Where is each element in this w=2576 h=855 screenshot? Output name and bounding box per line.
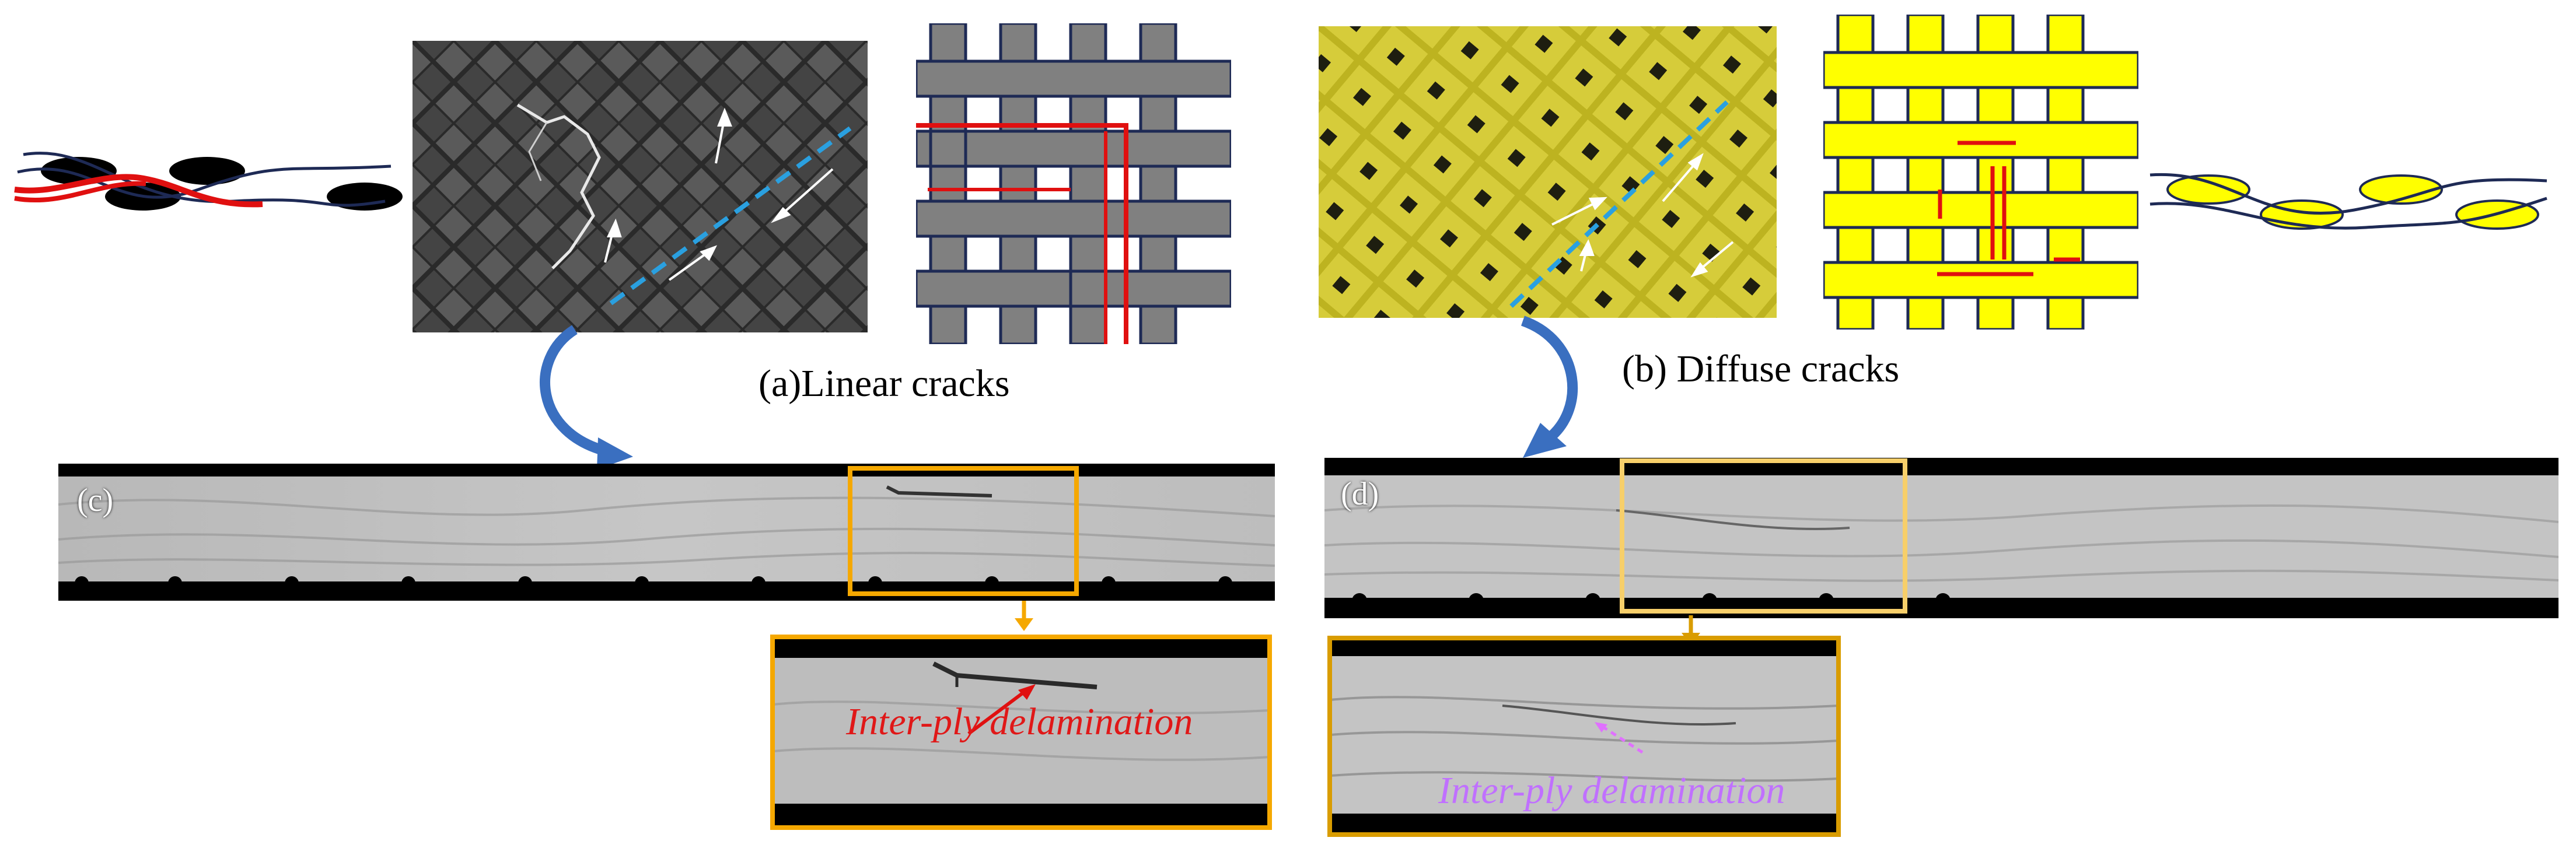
zoom-arrow-left: [1015, 601, 1033, 631]
zoom-inset-right: [1327, 636, 1841, 837]
curved-arrow-right: [1521, 316, 1578, 458]
grey-weave-schematic: [916, 23, 1231, 344]
caption-linear-cracks: (a)Linear cracks: [759, 362, 1010, 405]
zoom-inset-left: [770, 635, 1272, 830]
tow-cross-section-carbon: [14, 152, 403, 211]
ct-slice-d: [1324, 458, 2558, 618]
panel-label-c: (c): [77, 482, 114, 518]
glass-weave-photo: [1319, 26, 1777, 318]
curved-arrow-left: [540, 325, 633, 469]
ct-slice-c: [58, 464, 1275, 601]
yellow-weave-schematic: [1823, 15, 2138, 330]
carbon-weave-photo: [413, 41, 868, 332]
tow-cross-section-glass: [2149, 173, 2547, 230]
delamination-label-left: Inter-ply delamination: [846, 700, 1193, 743]
panel-label-d: (d): [1341, 476, 1379, 512]
caption-diffuse-cracks: (b) Diffuse cracks: [1622, 348, 1900, 390]
delamination-label-right: Inter-ply delamination: [1438, 769, 1785, 812]
